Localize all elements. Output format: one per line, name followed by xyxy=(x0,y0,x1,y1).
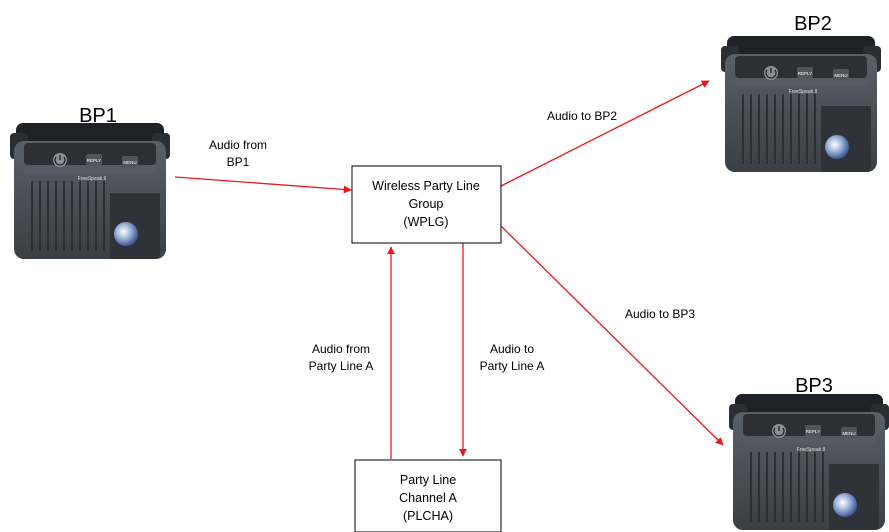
menu-button xyxy=(841,427,857,438)
menu-button-label: MENU xyxy=(842,431,855,436)
label-audio-from-bp1-line1: Audio from xyxy=(209,138,267,152)
brand-label: FreeSpeak II xyxy=(78,176,107,182)
reply-button-label: REPLY xyxy=(87,158,101,163)
bp2-title: BP2 xyxy=(794,13,832,35)
reply-button-label: REPLY xyxy=(798,71,812,76)
reply-button xyxy=(797,67,813,78)
bp1-title: BP1 xyxy=(79,105,117,127)
label-audio-from-pla-line2: Party Line A xyxy=(309,359,374,373)
wplg-line2: Group xyxy=(409,197,444,211)
menu-button-label: MENU xyxy=(123,160,136,165)
menu-button xyxy=(833,69,849,80)
beltpack-bp3: BP3 REPLY MENU FreeSpeak II xyxy=(728,375,889,531)
brand-label: FreeSpeak II xyxy=(789,89,818,95)
label-audio-to-bp3: Audio to BP3 xyxy=(625,307,695,321)
volume-knob-icon xyxy=(825,135,849,159)
wplg-line3: (WPLG) xyxy=(403,215,448,229)
connections xyxy=(174,80,724,459)
reply-button xyxy=(805,425,821,436)
label-audio-to-pla-line1: Audio to xyxy=(490,342,534,356)
menu-button xyxy=(122,156,138,167)
label-audio-to-bp2: Audio to BP2 xyxy=(547,109,617,123)
wplg-line1: Wireless Party Line xyxy=(372,179,480,193)
reply-button-label: REPLY xyxy=(806,429,820,434)
wplg-box: Wireless Party Line Group (WPLG) xyxy=(351,165,502,244)
label-audio-from-bp1-line2: BP1 xyxy=(227,155,250,169)
plcha-line2: Channel A xyxy=(399,491,457,505)
brand-label: FreeSpeak II xyxy=(797,447,826,453)
reply-button xyxy=(86,154,102,165)
plcha-box: Party Line Channel A (PLCHA) xyxy=(354,459,502,532)
menu-button-label: MENU xyxy=(834,73,847,78)
beltpack-bp2: BP2 REPLY MENU FreeSpeak II xyxy=(720,13,882,173)
arrow-wplg-to-bp3 xyxy=(500,225,724,446)
arrow-bp1-to-wplg xyxy=(174,176,352,194)
volume-knob-icon xyxy=(833,493,857,517)
label-audio-from-pla-line1: Audio from xyxy=(312,342,370,356)
beltpack-bp1: BP1 REPLY MENU FreeSpeak II xyxy=(9,105,171,260)
plcha-line3: (PLCHA) xyxy=(403,509,453,523)
volume-knob-icon xyxy=(114,222,138,246)
plcha-line1: Party Line xyxy=(400,473,456,487)
bp3-title: BP3 xyxy=(795,375,833,397)
label-audio-to-pla-line2: Party Line A xyxy=(480,359,545,373)
arrow-wplg-to-bp2 xyxy=(500,80,710,187)
